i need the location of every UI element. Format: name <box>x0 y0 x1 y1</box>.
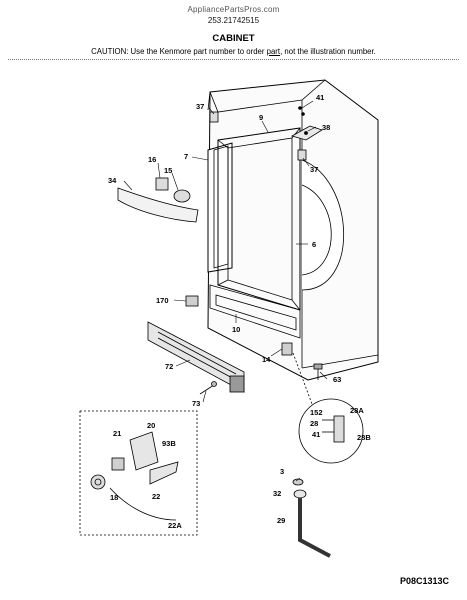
callout-3: 3 <box>280 467 284 476</box>
cabinet-body <box>207 79 379 381</box>
callout-170: 170 <box>156 296 169 305</box>
callout-6: 6 <box>312 240 316 249</box>
diagram-title: CABINET <box>212 33 255 44</box>
clip-170 <box>185 295 199 307</box>
hinge-detail-circle <box>292 352 364 464</box>
callout-41-top: 41 <box>316 93 324 102</box>
leveling-leg-63 <box>313 363 323 380</box>
model-number: 253.21742515 <box>207 16 260 25</box>
callout-38: 38 <box>322 123 330 132</box>
base-frame <box>209 284 301 339</box>
callout-22A: 22A <box>168 521 182 530</box>
callout-28: 28 <box>310 419 318 428</box>
callout-72: 72 <box>165 362 173 371</box>
door-liner-frame <box>207 142 233 273</box>
site-watermark: AppliancePartsPros.com <box>187 5 280 14</box>
thermostat-housing <box>117 177 199 223</box>
callout-20: 20 <box>147 421 155 430</box>
callout-labels: 37 9 41 38 7 16 15 34 37 6 170 10 14 72 … <box>108 93 371 530</box>
callout-18: 18 <box>110 493 118 502</box>
thermostat-detail-box <box>79 410 198 536</box>
leader-lines <box>123 100 328 482</box>
header-divider <box>8 59 459 60</box>
callout-16: 16 <box>148 155 156 164</box>
callout-29: 29 <box>277 516 285 525</box>
callout-15: 15 <box>164 166 172 175</box>
callout-152: 152 <box>310 408 323 417</box>
hinge-bracket-top <box>290 106 323 141</box>
callout-10: 10 <box>232 325 240 334</box>
callout-34: 34 <box>108 176 117 185</box>
callout-9: 9 <box>259 113 263 122</box>
caution-text-end: , not the illustration number. <box>280 47 376 56</box>
callout-22: 22 <box>152 492 160 501</box>
callout-28B: 28B <box>357 433 371 442</box>
caution-part-link[interactable]: part <box>266 47 281 56</box>
thermostat-control <box>155 177 169 191</box>
screw-73 <box>199 381 217 395</box>
callout-37-top: 37 <box>196 102 204 111</box>
callout-41-detail: 41 <box>312 430 320 439</box>
caution-text: CAUTION: Use the Kenmore part number to … <box>91 47 267 56</box>
hinge-cap-right <box>297 149 307 161</box>
callout-32: 32 <box>273 489 281 498</box>
callout-37-right: 37 <box>310 165 318 174</box>
bracket-14 <box>281 342 293 356</box>
caution-note: CAUTION: Use the Kenmore part number to … <box>0 47 467 56</box>
callout-14: 14 <box>262 355 271 364</box>
drain-tube-assembly <box>292 478 331 558</box>
callout-28A: 28A <box>350 406 364 415</box>
callout-73: 73 <box>192 399 200 408</box>
callout-7: 7 <box>184 152 188 161</box>
diagram-code: P08C1313C <box>399 576 449 586</box>
thermostat-knob <box>173 189 191 203</box>
hinge-cap-left <box>209 111 219 123</box>
callout-93B: 93B <box>162 439 176 448</box>
toe-grille <box>147 321 245 393</box>
callout-63: 63 <box>333 375 341 384</box>
callout-21: 21 <box>113 429 121 438</box>
